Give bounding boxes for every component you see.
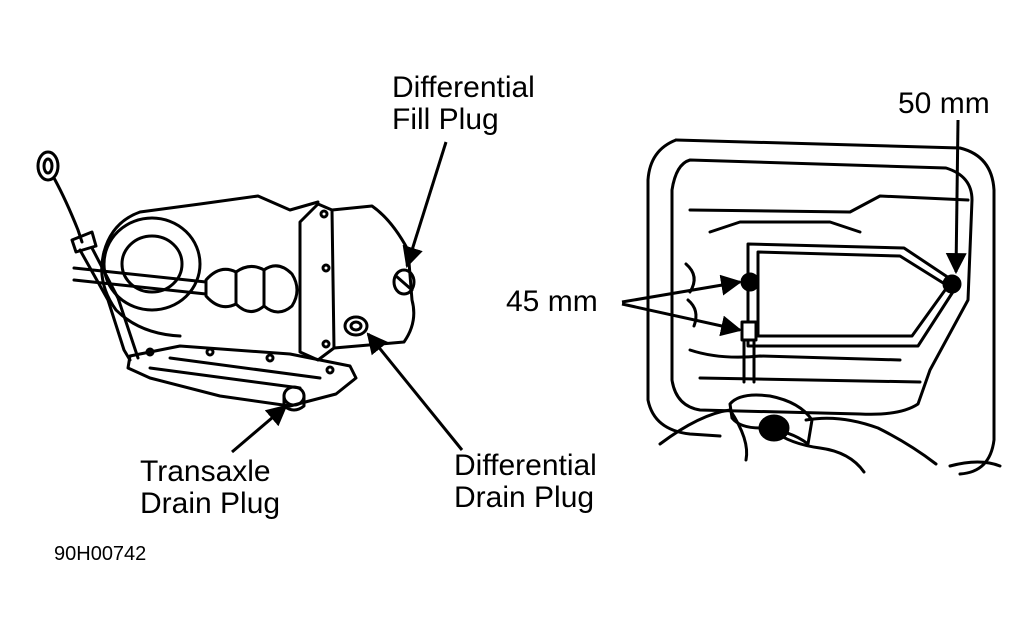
arrow-45mm-lower [621,302,743,337]
label-transaxle-drain-plug: Transaxle Drain Plug [140,456,280,520]
arrow-50mm [945,119,967,275]
arrow-diff-fill [402,141,448,269]
callout-arrows [231,119,967,454]
arrow-45mm-upper [621,274,743,304]
label-line: Differential [392,71,535,104]
label-differential-drain-plug: Differential Drain Plug [454,450,597,514]
label-50mm: 50 mm [898,87,990,120]
arrow-trans-drain [231,404,288,454]
label-45mm: 45 mm [506,285,598,318]
label-line: Differential [454,449,597,482]
label-differential-fill-plug: Differential Fill Plug [392,72,535,136]
label-line: Drain Plug [140,487,281,520]
arrow-diff-drain [366,332,464,451]
label-line: Transaxle [140,455,271,488]
label-line: Fill Plug [392,103,499,136]
figure-reference-code: 90H00742 [54,543,147,565]
transaxle-illustration [36,150,416,412]
valve-body-illustration [646,138,1002,476]
label-line: Drain Plug [454,481,595,514]
